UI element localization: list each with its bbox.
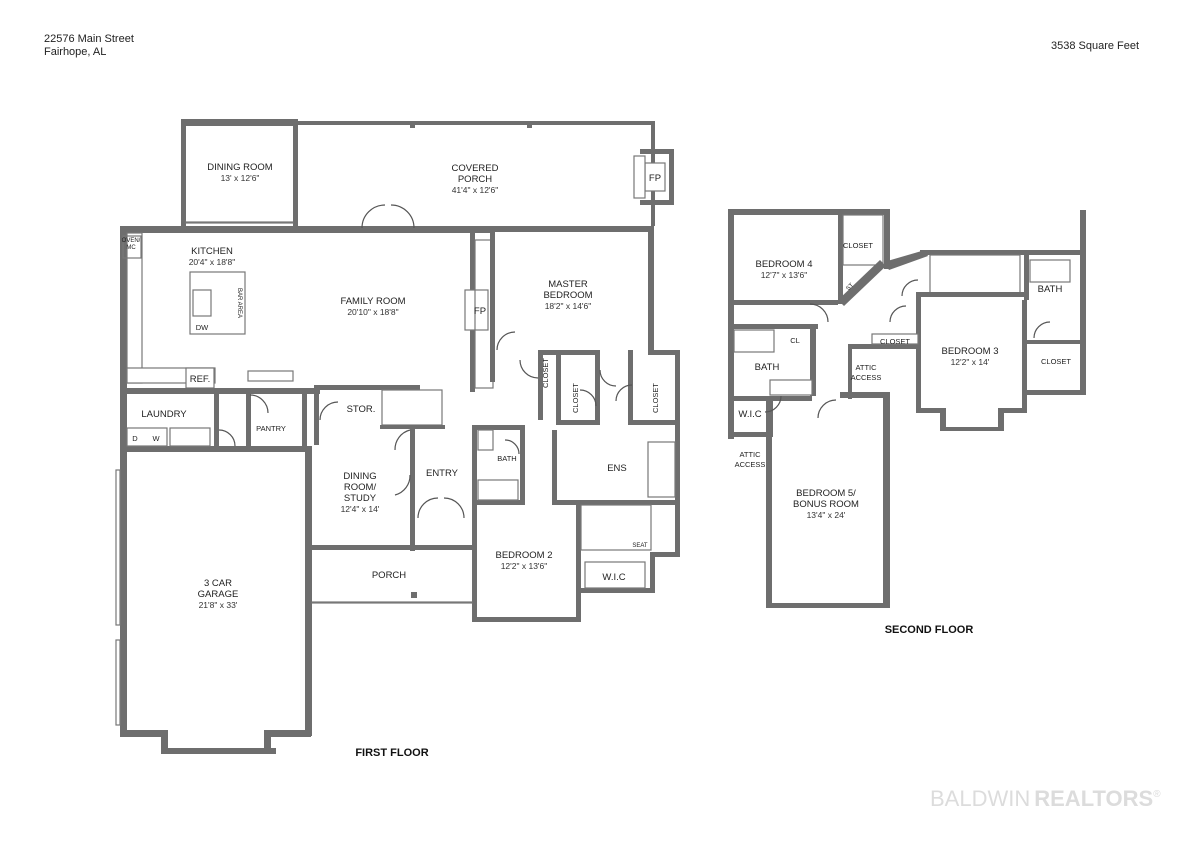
closet-hall-label: CLOSET xyxy=(880,337,910,346)
storage-label: STOR. xyxy=(347,404,376,415)
bedroom5-label-2: BONUS ROOM xyxy=(793,499,859,510)
covered-porch-walls xyxy=(181,119,674,230)
dryer-label: D xyxy=(132,434,138,443)
address-city: Fairhope, AL xyxy=(44,46,107,58)
fireplace-family-label: FP xyxy=(474,306,486,317)
oven-label-1: OVEN/ xyxy=(122,238,141,244)
refrigerator-label: REF. xyxy=(190,374,211,385)
covered-porch-label-1: COVERED xyxy=(452,163,499,174)
attic1-label-1: ATTIC xyxy=(855,363,877,372)
family-room-dims: 20'10" x 18'8" xyxy=(347,307,398,317)
square-footage: 3538 Square Feet xyxy=(1051,40,1140,52)
garage-label-2: GARAGE xyxy=(198,589,239,600)
washer-label: W xyxy=(152,434,160,443)
covered-porch-dims: 41'4" x 12'6" xyxy=(452,185,499,195)
entry-label: ENTRY xyxy=(426,468,459,479)
family-room-label: FAMILY ROOM xyxy=(340,296,405,307)
wic-label: W.I.C xyxy=(602,572,625,583)
closet-label-2: CLOSET xyxy=(571,383,580,413)
second-floor-walls xyxy=(728,209,1086,608)
dining-study-dims: 12'4" x 14' xyxy=(341,504,380,514)
master-bedroom-label-2: BEDROOM xyxy=(543,290,592,301)
bedroom5-label-1: BEDROOM 5/ xyxy=(796,488,856,499)
fireplace-porch-label: FP xyxy=(649,173,661,184)
dishwasher-label: DW xyxy=(196,323,209,332)
bedroom3-dims: 12'2" x 14' xyxy=(951,357,990,367)
pantry-label: PANTRY xyxy=(256,424,286,433)
interior-walls xyxy=(120,232,680,604)
first-floor-doors xyxy=(218,204,633,519)
bedroom4-label: BEDROOM 4 xyxy=(755,259,812,270)
second-floor-labels: BEDROOM 4 12'7" x 13'6" CLOSET ST CL CLO… xyxy=(735,241,1072,636)
first-floor-labels: DINING ROOM 13' x 12'6" COVERED PORCH 41… xyxy=(122,162,661,759)
kitchen-dims: 20'4" x 18'8" xyxy=(189,257,236,267)
address-street: 22576 Main Street xyxy=(44,33,134,45)
porch-label: PORCH xyxy=(372,570,406,581)
bedroom5-dims: 13'4" x 24' xyxy=(807,510,846,520)
laundry-label: LAUNDRY xyxy=(141,409,187,420)
first-floor-plan xyxy=(115,119,680,754)
second-floor-plan xyxy=(728,209,1086,608)
ensuite-label: ENS xyxy=(607,463,627,474)
first-floor-exterior-walls xyxy=(115,226,680,754)
seat-label: SEAT xyxy=(632,543,648,549)
second-floor-title: SECOND FLOOR xyxy=(885,624,974,636)
kitchen-label: KITCHEN xyxy=(191,246,233,257)
dining-study-label-2: ROOM/ xyxy=(344,482,377,493)
cl-label: CL xyxy=(790,336,800,345)
garage-label-1: 3 CAR xyxy=(204,578,232,589)
bar-area-label: BAR AREA xyxy=(236,288,242,318)
bedroom2-label: BEDROOM 2 xyxy=(495,550,552,561)
bedroom4-dims: 12'7" x 13'6" xyxy=(761,270,808,280)
closet-bed4-label: CLOSET xyxy=(843,241,873,250)
watermark-part1: BALDWIN xyxy=(930,786,1030,811)
bedroom2-dims: 12'2" x 13'6" xyxy=(501,561,548,571)
address-block: 22576 Main Street Fairhope, AL xyxy=(44,33,134,59)
first-floor-title: FIRST FLOOR xyxy=(355,747,428,759)
dining-room-dims: 13' x 12'6" xyxy=(221,173,260,183)
dining-study-label-3: STUDY xyxy=(344,493,377,504)
master-bedroom-label-1: MASTER xyxy=(548,279,588,290)
closet-label-3: CLOSET xyxy=(651,383,660,413)
bedroom3-label: BEDROOM 3 xyxy=(941,346,998,357)
watermark-part2: REALTORS xyxy=(1034,786,1153,811)
closet-bed3-label: CLOSET xyxy=(1041,357,1071,366)
dining-room-label: DINING ROOM xyxy=(207,162,273,173)
closet-label-1: CLOSET xyxy=(541,358,550,388)
bath-right-label: BATH xyxy=(1038,284,1063,295)
master-bedroom-dims: 18'2" x 14'6" xyxy=(545,301,592,311)
covered-porch-label-2: PORCH xyxy=(458,174,492,185)
bath-label: BATH xyxy=(497,454,516,463)
bath-left-label: BATH xyxy=(755,362,780,373)
wic-label: W.I.C xyxy=(738,409,761,420)
garage-dims: 21'8" x 33' xyxy=(199,600,238,610)
attic2-label-2: ACCESS xyxy=(735,460,766,469)
attic2-label-1: ATTIC xyxy=(739,450,761,459)
second-floor-doors xyxy=(764,279,1051,419)
dining-study-label-1: DINING xyxy=(343,471,376,482)
oven-label-2: MC xyxy=(126,245,136,251)
attic1-label-2: ACCESS xyxy=(851,373,882,382)
kitchen-fixtures xyxy=(122,232,294,389)
watermark-mark: ® xyxy=(1153,789,1161,800)
storage-label: ST xyxy=(845,282,855,292)
